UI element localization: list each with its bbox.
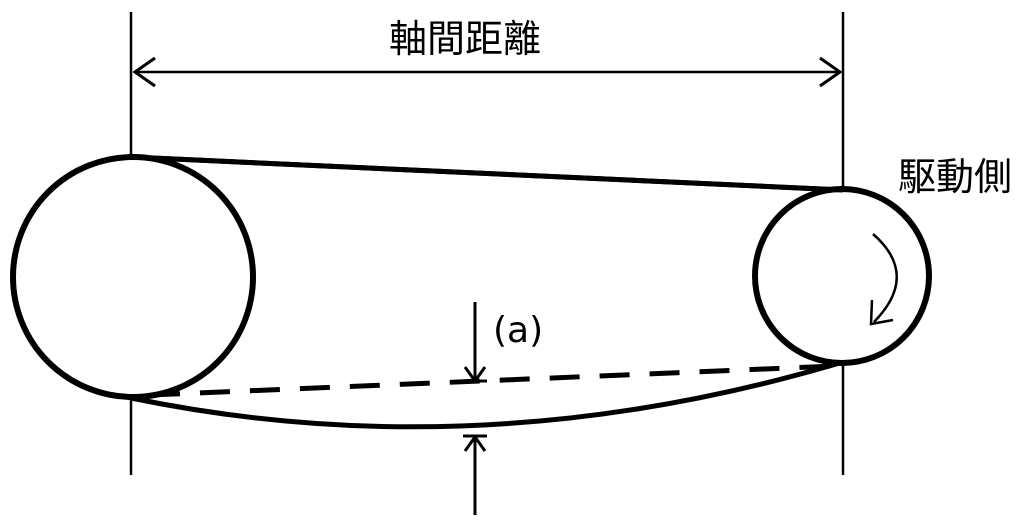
clockwise-rotation-arrow-icon (869, 233, 898, 326)
center-distance-dimension (132, 56, 843, 88)
center-distance-label: 軸間距離 (389, 17, 541, 61)
drive-side-label: 駆動側 (898, 155, 1012, 199)
belt-bottom-span (130, 359, 844, 430)
sag-label: (a) (493, 310, 543, 351)
sag-upper-arrow (463, 302, 487, 384)
belt-top-span-overlay (130, 154, 844, 193)
driven-pulley (10, 154, 256, 400)
sag-lower-arrow (463, 434, 487, 515)
belt-reference-dashed-line (149, 363, 836, 398)
drive-pulley (752, 186, 932, 366)
